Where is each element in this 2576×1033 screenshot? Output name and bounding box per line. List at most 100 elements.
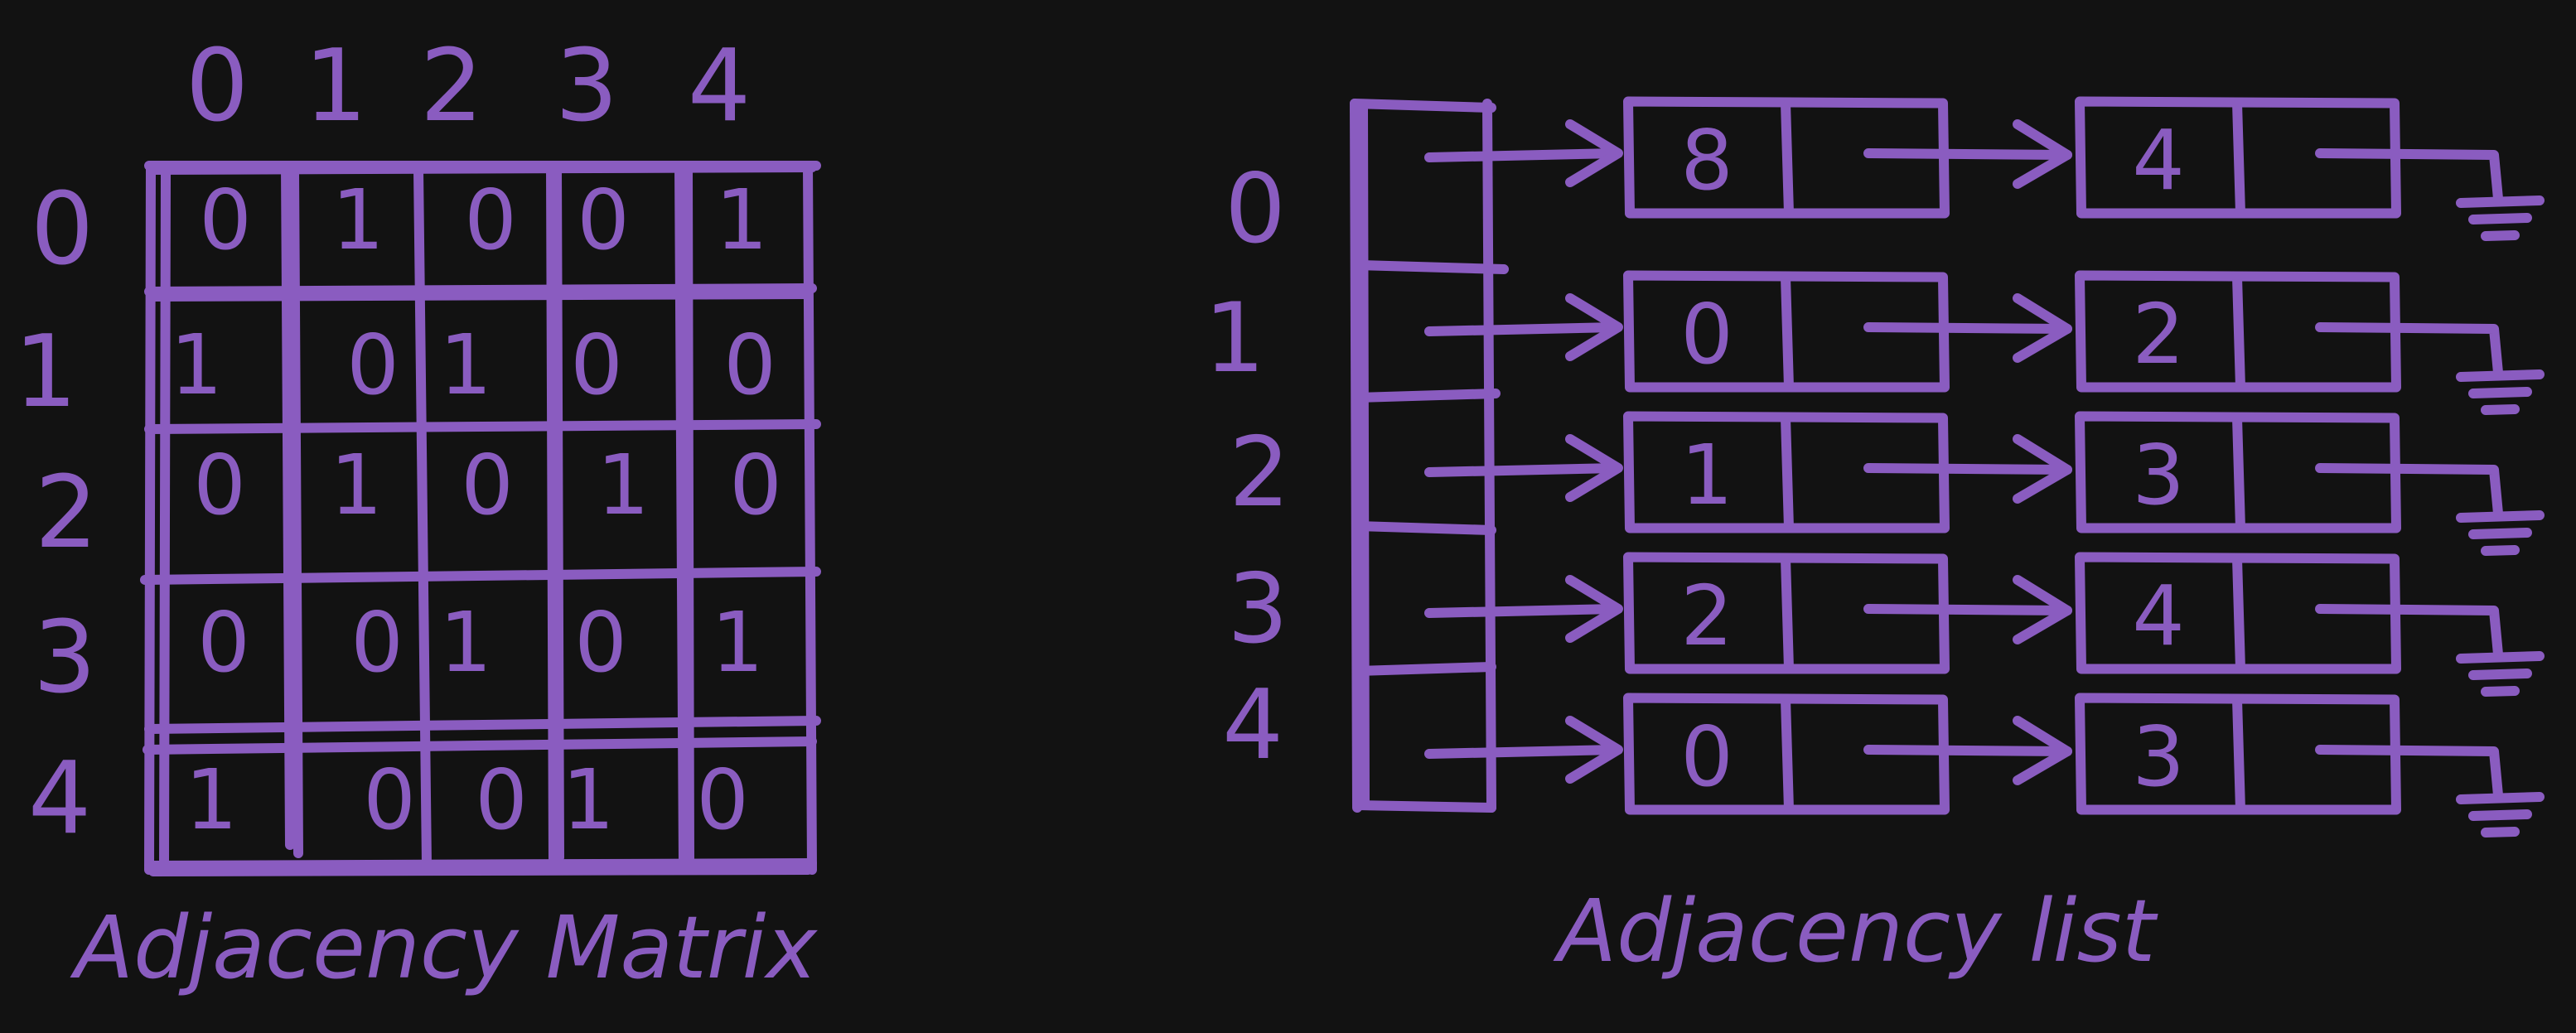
matrix-cell: 1	[185, 751, 238, 848]
ground-null-icon	[2468, 387, 2532, 398]
list-node-box	[2075, 552, 2401, 674]
matrix-cell: 1	[597, 437, 650, 533]
matrix-cell: 0	[197, 594, 250, 691]
matrix-cell: 0	[475, 751, 528, 848]
head-pointer-arrow	[1424, 745, 1621, 759]
matrix-row-header: 4	[28, 741, 91, 857]
list-caption: Adjacency list	[1553, 881, 2158, 982]
matrix-cell: 0	[570, 316, 623, 413]
matrix-cell: 1	[439, 316, 492, 413]
matrix-cell: 0	[346, 316, 399, 413]
list-node-value: 0	[1680, 708, 1733, 805]
list-node-box	[2075, 693, 2401, 815]
matrix-caption: Adjacency Matrix	[70, 897, 819, 998]
ground-null-icon	[2468, 213, 2532, 224]
ground-null-icon	[2481, 827, 2520, 838]
matrix-row-header: 3	[33, 601, 96, 716]
adjacency-matrix: 0 1 2 3 4 0 1 2 3 4 0 1 0	[14, 29, 821, 998]
matrix-cell: 1	[330, 437, 383, 533]
next-pointer-arrow	[1863, 148, 2072, 160]
arrowhead-icon	[1565, 434, 1623, 502]
head-pointer-arrow	[1424, 604, 1621, 618]
list-node-box	[1623, 693, 1950, 815]
next-pointer-arrow	[1863, 604, 2072, 615]
list-node-box	[2075, 270, 2401, 393]
matrix-row-header: 1	[14, 315, 77, 430]
matrix-cell: 0	[199, 171, 252, 268]
null-pointer-line	[2315, 148, 2503, 204]
arrowhead-icon	[1565, 293, 1623, 361]
next-pointer-arrow	[1863, 463, 2072, 475]
arrowhead-icon	[1565, 119, 1623, 187]
matrix-cell: 1	[331, 171, 384, 268]
next-pointer-arrow	[1863, 322, 2072, 334]
list-node-value: 2	[1680, 567, 1733, 664]
list-node-value: 4	[2132, 567, 2185, 664]
list-node-box	[2075, 411, 2401, 533]
matrix-cell: 0	[464, 171, 517, 268]
list-node-value: 3	[2132, 708, 2185, 805]
list-row-label: 1	[1204, 282, 1265, 394]
list-rows: 8 4 0 2 1 3 2 4 0 3	[1424, 96, 2545, 838]
ground-null-icon	[2456, 792, 2545, 804]
list-node-divider	[2232, 694, 2245, 815]
ground-null-icon	[2481, 404, 2520, 415]
list-node-divider	[1781, 413, 1794, 533]
list-node-divider	[2232, 413, 2245, 533]
list-node-value: 8	[1680, 112, 1733, 209]
head-pointer-arrow	[1424, 322, 1621, 336]
matrix-grid	[140, 161, 821, 876]
matrix-cell: 0	[363, 751, 416, 848]
ground-null-icon	[2468, 809, 2532, 821]
arrowhead-icon	[2013, 575, 2072, 644]
list-node-divider	[1781, 98, 1794, 219]
matrix-cell: 0	[461, 437, 514, 533]
ground-null-icon	[2481, 686, 2520, 697]
list-node-divider	[1781, 553, 1794, 674]
ground-null-icon	[2456, 510, 2545, 523]
matrix-col-header: 3	[555, 29, 618, 144]
list-row-label: 2	[1229, 417, 1290, 529]
list-node-box	[1623, 552, 1950, 674]
list-node-divider	[2232, 272, 2245, 393]
matrix-col-header: 0	[186, 29, 249, 144]
matrix-cell: 0	[350, 594, 404, 691]
ground-null-icon	[2456, 651, 2545, 664]
arrowhead-icon	[2013, 119, 2072, 189]
matrix-cell: 1	[170, 316, 223, 413]
arrowhead-icon	[1565, 575, 1623, 643]
matrix-cell: 0	[723, 316, 776, 413]
head-pointer-arrow	[1424, 148, 1621, 162]
list-node-divider	[1781, 272, 1794, 393]
null-pointer-line	[2315, 322, 2503, 378]
ground-null-icon	[2481, 230, 2520, 241]
matrix-cells: 0 1 0 0 1 1 0 1 0 0 0 1 0 1 0 0 0 1 0 1 …	[170, 171, 782, 848]
adjacency-list: 0 1 2 3 4 8 4 0 2 1 3 2 4 0 3 Adjacency list	[1204, 96, 2545, 982]
ground-null-icon	[2456, 195, 2545, 208]
null-pointer-line	[2315, 463, 2503, 519]
list-node-value: 1	[1680, 427, 1733, 524]
list-node-value: 2	[2132, 286, 2185, 383]
ground-null-icon	[2468, 528, 2532, 539]
matrix-cell: 1	[439, 594, 492, 691]
matrix-col-header: 4	[688, 29, 751, 144]
arrowhead-icon	[2013, 293, 2072, 363]
list-node-value: 0	[1680, 286, 1733, 383]
list-node-box	[1623, 96, 1950, 219]
matrix-row-header: 0	[31, 172, 94, 287]
matrix-cell: 0	[193, 437, 246, 533]
list-node-value: 4	[2132, 112, 2185, 209]
matrix-cell: 0	[696, 751, 749, 848]
list-node-box	[1623, 411, 1950, 533]
next-pointer-arrow	[1863, 745, 2072, 756]
list-node-value: 3	[2132, 427, 2185, 524]
arrowhead-icon	[2013, 716, 2072, 785]
matrix-cell: 1	[715, 171, 768, 268]
list-row-label: 0	[1225, 153, 1286, 265]
arrowhead-icon	[2013, 434, 2072, 504]
matrix-row-header: 2	[35, 456, 98, 571]
ground-null-icon	[2468, 669, 2532, 680]
matrix-col-header: 1	[304, 29, 367, 144]
ground-null-icon	[2456, 369, 2545, 382]
